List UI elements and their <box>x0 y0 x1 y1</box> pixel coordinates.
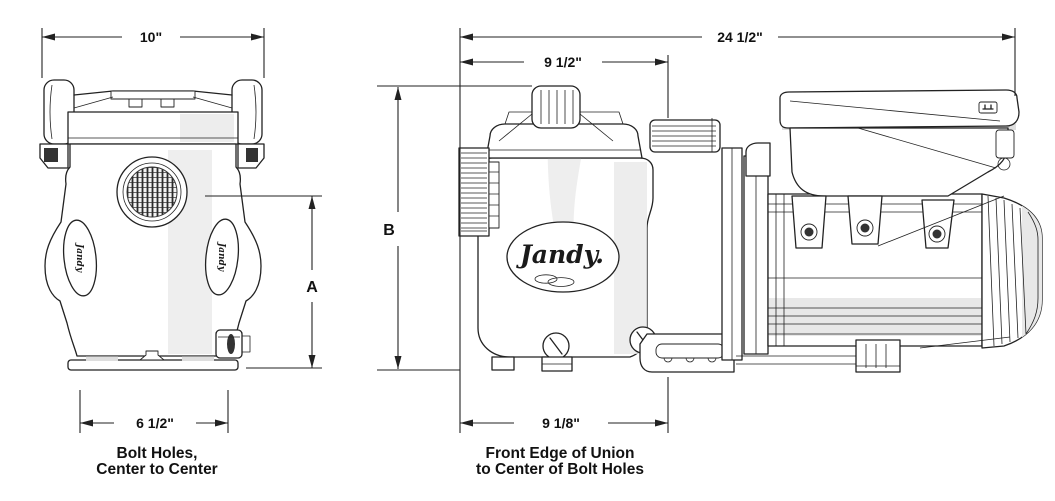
controller-box <box>779 89 1020 249</box>
side-dim-bolt: 9 1/8" <box>460 377 669 433</box>
front-badge-right: Jandy <box>204 218 240 296</box>
side-caption: Front Edge of Union to Center of Bolt Ho… <box>476 445 644 478</box>
side-logo-text: Jandy. <box>516 240 604 269</box>
badge-right-text: Jandy <box>216 241 226 272</box>
mount-tab-1 <box>791 195 827 249</box>
side-view: Jandy. <box>377 28 1043 478</box>
front-caption-line1: Bolt Holes, <box>117 445 198 462</box>
side-bolt-value: 9 1/8" <box>542 415 580 431</box>
controller-lid <box>779 89 1020 129</box>
front-caption-line2: Center to Center <box>96 461 217 478</box>
pot-foot-left <box>491 356 515 371</box>
side-union-top-value: 9 1/2" <box>544 54 582 70</box>
motor-foot <box>855 339 901 373</box>
lid-clip-right <box>160 98 175 108</box>
side-dim-height: B <box>377 85 532 371</box>
side-dim-union-top: 9 1/2" <box>460 54 669 118</box>
side-height-label: B <box>383 222 395 239</box>
drain-plug-left <box>542 332 570 360</box>
front-base-stem <box>139 350 165 361</box>
inlet-union-collar <box>488 161 500 229</box>
front-view: Jandy Jandy 10" <box>39 28 322 478</box>
side-caption-line1: Front Edge of Union <box>486 445 635 462</box>
strainer-window-grid <box>126 166 178 218</box>
lid-handle-plate <box>110 90 196 100</box>
side-dim-overall: 24 1/2" <box>459 28 1016 433</box>
front-width-value: 10" <box>140 29 162 45</box>
front-bolt-value: 6 1/2" <box>136 415 174 431</box>
front-height-label: A <box>306 279 318 296</box>
front-caption: Bolt Holes, Center to Center <box>96 445 217 478</box>
side-overall-value: 24 1/2" <box>717 29 763 45</box>
badge-left-text: Jandy <box>74 242 84 273</box>
controller-display-icon <box>978 101 998 114</box>
bracket-arm <box>745 142 771 177</box>
front-badge-left: Jandy <box>62 219 98 297</box>
side-caption-line2: to Center of Bolt Holes <box>476 461 644 478</box>
lid-clip-left <box>128 98 143 108</box>
front-dim-boltholes: 6 1/2" <box>79 390 229 433</box>
side-pump-drawing: Jandy. <box>458 85 1043 373</box>
front-dim-width: 10" <box>41 28 265 78</box>
pot-lid-handle <box>531 85 581 129</box>
front-pump-drawing: Jandy Jandy <box>39 79 265 371</box>
fan-fins <box>987 195 1042 347</box>
side-logo: Jandy. <box>506 221 620 293</box>
pot-lid <box>485 123 643 159</box>
front-dim-height: A <box>205 195 322 369</box>
front-base-plate <box>67 359 239 371</box>
